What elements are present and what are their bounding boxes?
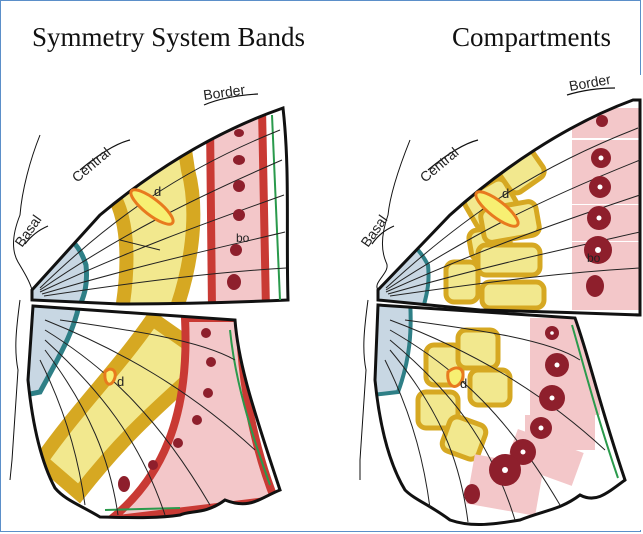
right-discal-label: d [502, 186, 509, 201]
left-butterfly: Basal Central Border d bo d [8, 81, 291, 526]
left-discal-label: d [154, 184, 161, 199]
left-border-ocelli-label: bo [236, 231, 250, 245]
right-butterfly: Basal Central Border d bo d [357, 71, 642, 530]
right-hind-discal-label: d [460, 376, 467, 391]
left-hind-discal-label: d [117, 374, 124, 389]
right-border-ocelli-label: bo [587, 251, 601, 265]
left-hind-discal-spot [105, 369, 115, 384]
